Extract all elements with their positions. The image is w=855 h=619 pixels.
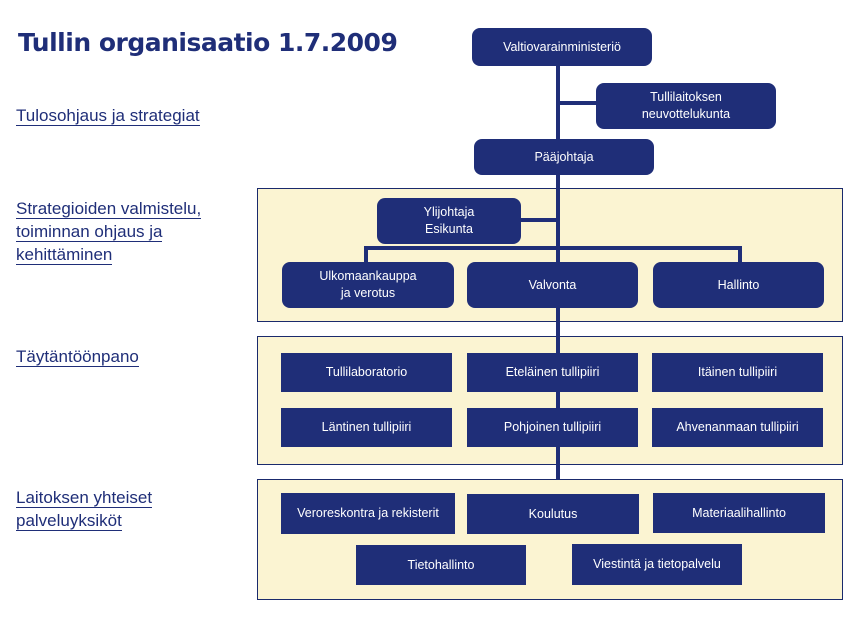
branch-connector-horizontal bbox=[364, 246, 742, 250]
box-label: Pääjohtaja bbox=[534, 149, 594, 164]
ylijohtaja-box: Ylijohtaja Esikunta bbox=[377, 198, 521, 244]
hallinto-box: Hallinto bbox=[653, 262, 824, 308]
viestinta-box: Viestintä ja tietopalvelu bbox=[572, 544, 742, 585]
neuvottelukunta-box: Tullilaitoksen neuvottelukunta bbox=[596, 83, 776, 129]
neuvottelukunta-connector bbox=[558, 101, 598, 105]
ministerio-box: Valtiovarainministeriö bbox=[472, 28, 652, 66]
box-label: Itäinen tullipiiri bbox=[697, 365, 778, 379]
ulkomaankauppa-box: Ulkomaankauppa ja verotus bbox=[282, 262, 454, 308]
tietohallinto-box: Tietohallinto bbox=[356, 545, 526, 585]
box-label: Tietohallinto bbox=[407, 557, 475, 572]
side-label-text: toiminnan ohjaus ja bbox=[16, 222, 163, 242]
branch-connector-right bbox=[738, 246, 742, 263]
side-label-text: Tulosohjaus ja strategiat bbox=[16, 106, 200, 126]
box-label: Materiaalihallinto bbox=[692, 505, 786, 520]
box-label: Hallinto bbox=[717, 277, 760, 292]
box-label: Ulkomaankauppa ja verotus bbox=[319, 269, 417, 300]
box-label: Ahvenanmaan tullipiiri bbox=[676, 420, 799, 434]
box-label: Viestintä ja tietopalvelu bbox=[593, 557, 721, 571]
valvonta-box: Valvonta bbox=[467, 262, 638, 308]
side-label-yhteiset: Laitoksen yhteiset palveluyksiköt bbox=[16, 486, 153, 532]
materiaalihallinto-box: Materiaalihallinto bbox=[653, 493, 825, 533]
ahvenanmaan-tullipiiri-box: Ahvenanmaan tullipiiri bbox=[652, 408, 823, 447]
side-label-tulosohjaus: Tulosohjaus ja strategiat bbox=[16, 104, 200, 127]
ylijohtaja-connector bbox=[519, 218, 558, 222]
box-label: Ylijohtaja Esikunta bbox=[423, 205, 475, 236]
side-label-taytantoonpano: Täytäntöönpano bbox=[16, 345, 139, 368]
box-label: Veroreskontra ja rekisterit bbox=[297, 506, 439, 520]
box-label: Tullilaboratorio bbox=[325, 365, 408, 379]
box-label: Pohjoinen tullipiiri bbox=[503, 420, 602, 434]
box-label: Eteläinen tullipiiri bbox=[505, 365, 600, 379]
etelainen-tullipiiri-box: Eteläinen tullipiiri bbox=[467, 353, 638, 392]
koulutus-box: Koulutus bbox=[467, 494, 639, 534]
box-label: Koulutus bbox=[528, 506, 578, 521]
paajohtaja-box: Pääjohtaja bbox=[474, 139, 654, 175]
box-label: Tullilaitoksen neuvottelukunta bbox=[641, 90, 731, 121]
veroreskontra-box: Veroreskontra ja rekisterit bbox=[281, 493, 455, 534]
side-label-text: Laitoksen yhteiset bbox=[16, 488, 153, 508]
side-label-text: kehittäminen bbox=[16, 245, 113, 265]
side-label-text: Strategioiden valmistelu, bbox=[16, 199, 202, 219]
itainen-tullipiiri-box: Itäinen tullipiiri bbox=[652, 353, 823, 392]
box-label: Läntinen tullipiiri bbox=[321, 420, 412, 434]
tullilaboratorio-box: Tullilaboratorio bbox=[281, 353, 452, 392]
branch-connector-left bbox=[364, 246, 368, 263]
side-label-strategia: Strategioiden valmistelu, toiminnan ohja… bbox=[16, 197, 202, 266]
page-title: Tullin organisaatio 1.7.2009 bbox=[18, 28, 398, 57]
side-label-text: palveluyksiköt bbox=[16, 511, 122, 531]
pohjoinen-tullipiiri-box: Pohjoinen tullipiiri bbox=[467, 408, 638, 447]
box-label: Valtiovarainministeriö bbox=[503, 39, 621, 54]
box-label: Valvonta bbox=[528, 277, 577, 292]
side-label-text: Täytäntöönpano bbox=[16, 347, 139, 367]
lantinen-tullipiiri-box: Läntinen tullipiiri bbox=[281, 408, 452, 447]
